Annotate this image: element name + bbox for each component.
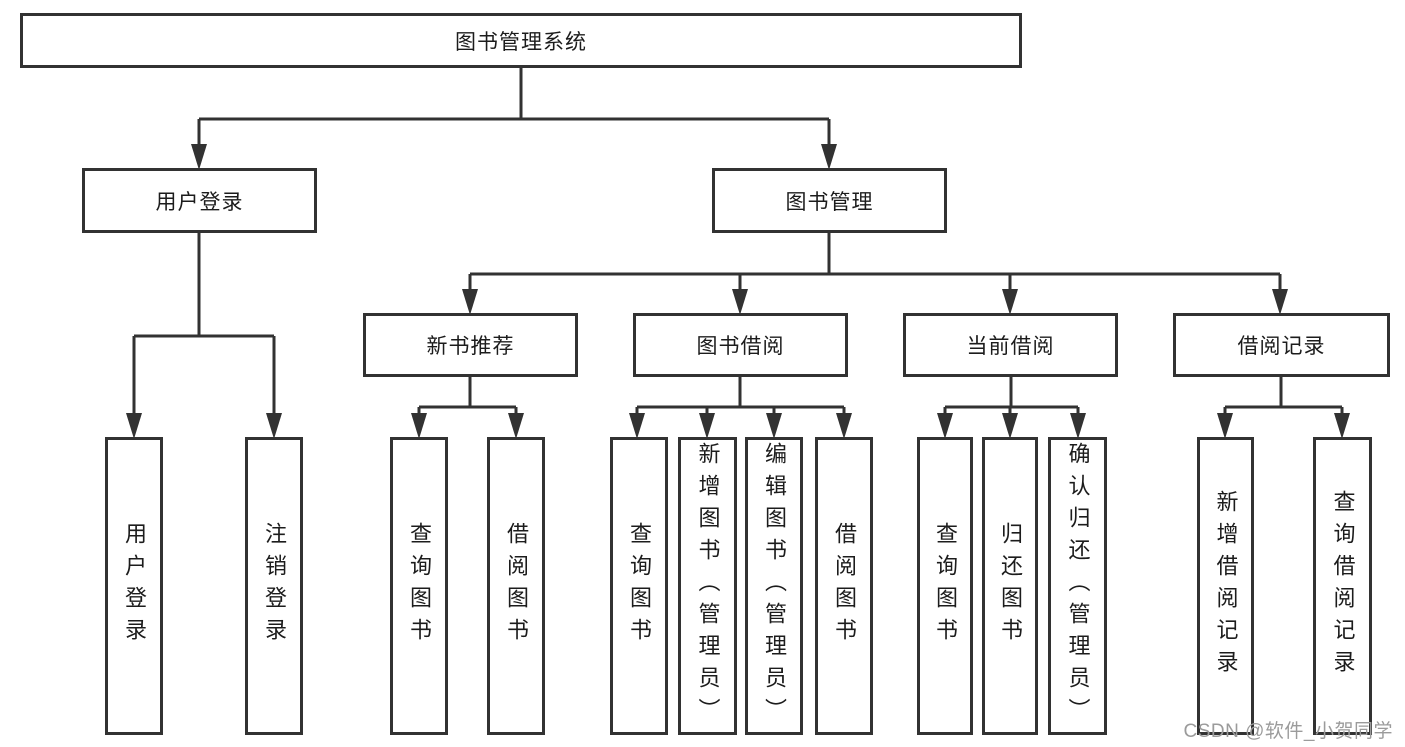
leaf-current-return-books: 归还图书	[982, 437, 1038, 735]
leaf-logout: 注销登录	[245, 437, 303, 735]
arrowhead-icon	[1217, 413, 1233, 439]
arrowhead-icon	[699, 413, 715, 439]
arrowhead-icon	[1070, 413, 1086, 439]
arrowhead-icon	[821, 144, 837, 170]
arrowhead-icon	[766, 413, 782, 439]
node-library-management-system: 图书管理系统	[20, 13, 1022, 68]
node-book-borrow-label: 图书借阅	[696, 335, 785, 358]
node-borrow-records: 借阅记录	[1173, 313, 1390, 377]
node-library-management-system-label: 图书管理系统	[455, 30, 587, 54]
node-new-book-recommend-label: 新书推荐	[426, 335, 515, 358]
arrowhead-icon	[937, 413, 953, 439]
arrowhead-icon	[462, 289, 478, 315]
connector-root-to-level2	[197, 68, 831, 150]
arrowhead-icon	[1002, 289, 1018, 315]
leaf-records-query-record-label: 查询借阅记录	[1330, 490, 1356, 682]
connector-borrow-records-to-leaves	[1223, 377, 1344, 419]
leaf-newbooks-borrow-books: 借阅图书	[487, 437, 545, 735]
leaf-records-add-record-label: 新增借阅记录	[1213, 490, 1239, 682]
arrowhead-icon	[266, 413, 282, 439]
leaf-borrow-borrow-books: 借阅图书	[815, 437, 873, 735]
leaf-records-add-record: 新增借阅记录	[1197, 437, 1254, 735]
connector-user-login-to-leaves	[132, 233, 276, 419]
leaf-borrow-edit-books-admin: 编辑图书（管理员）	[745, 437, 803, 735]
leaf-logout-label: 注销登录	[262, 522, 287, 650]
node-current-borrow-label: 当前借阅	[966, 335, 1055, 358]
leaf-records-query-record: 查询借阅记录	[1313, 437, 1372, 735]
connector-book-mgmt-to-level3	[468, 233, 1282, 295]
connector-book-borrow-to-leaves	[635, 377, 846, 419]
leaf-newbooks-borrow-books-label: 借阅图书	[504, 522, 529, 650]
node-book-management-label: 图书管理	[785, 190, 874, 214]
leaf-newbooks-query-books: 查询图书	[390, 437, 448, 735]
arrowhead-icon	[508, 413, 524, 439]
leaf-newbooks-query-books-label: 查询图书	[407, 522, 432, 650]
arrowhead-icon	[1334, 413, 1350, 439]
arrowhead-icon	[836, 413, 852, 439]
leaf-current-query-books-label: 查询图书	[933, 522, 958, 650]
node-user-login: 用户登录	[82, 168, 317, 233]
leaf-borrow-edit-books-admin-label: 编辑图书（管理员）	[762, 442, 787, 730]
arrowhead-icon	[411, 413, 427, 439]
leaf-current-confirm-return-admin-label: 确认归还（管理员）	[1065, 442, 1091, 730]
arrowheads	[126, 144, 1350, 439]
node-book-management: 图书管理	[712, 168, 947, 233]
node-new-book-recommend: 新书推荐	[363, 313, 578, 377]
node-current-borrow: 当前借阅	[903, 313, 1118, 377]
node-borrow-records-label: 借阅记录	[1237, 335, 1326, 358]
leaf-borrow-query-books-label: 查询图书	[627, 522, 652, 650]
arrowhead-icon	[1002, 413, 1018, 439]
leaf-borrow-borrow-books-label: 借阅图书	[832, 522, 857, 650]
leaf-user-login: 用户登录	[105, 437, 163, 735]
arrowhead-icon	[126, 413, 142, 439]
arrowhead-icon	[629, 413, 645, 439]
leaf-current-query-books: 查询图书	[917, 437, 973, 735]
arrowhead-icon	[191, 144, 207, 170]
arrowhead-icon	[1272, 289, 1288, 315]
connector-current-borrow-to-leaves	[943, 377, 1080, 419]
csdn-watermark: CSDN @软件_小贺同学	[1183, 721, 1393, 742]
leaf-borrow-add-books-admin: 新增图书（管理员）	[678, 437, 737, 735]
connector-new-books-to-leaves	[417, 377, 518, 419]
leaf-current-return-books-label: 归还图书	[998, 522, 1023, 650]
leaf-borrow-query-books: 查询图书	[610, 437, 668, 735]
node-book-borrow: 图书借阅	[633, 313, 848, 377]
node-user-login-label: 用户登录	[155, 190, 244, 214]
leaf-current-confirm-return-admin: 确认归还（管理员）	[1048, 437, 1107, 735]
leaf-user-login-label: 用户登录	[122, 522, 147, 650]
leaf-borrow-add-books-admin-label: 新增图书（管理员）	[695, 442, 721, 730]
arrowhead-icon	[732, 289, 748, 315]
